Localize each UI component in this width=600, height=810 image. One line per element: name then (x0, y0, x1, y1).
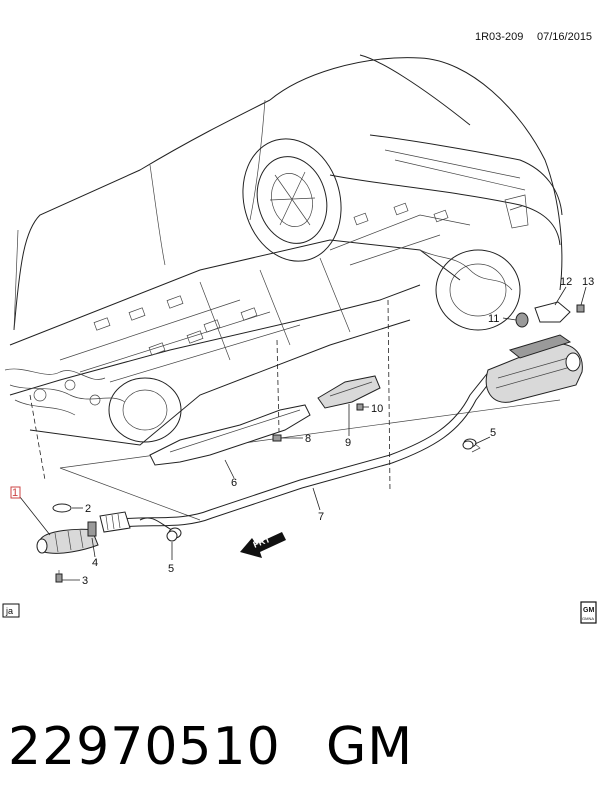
part-9-heat-shield (317, 375, 381, 409)
part-13-bolt (576, 304, 585, 313)
callout-5-front: 5 (168, 563, 174, 575)
language-tag: ja (5, 606, 13, 616)
part-number: 22970510 (8, 717, 281, 777)
leader-lines (19, 286, 587, 581)
part-6-heat-shield (149, 404, 311, 466)
gm-badge-top: GM (583, 607, 594, 614)
part-2-gasket (52, 503, 72, 513)
callout-3: 3 (82, 575, 88, 587)
gm-badge-bottom: GMNA (582, 616, 594, 621)
callout-box-1 (10, 486, 21, 499)
callout-6: 6 (231, 477, 237, 489)
part-5-insulator-rear (462, 440, 474, 450)
callout-4: 4 (92, 557, 98, 569)
language-tag-box (2, 603, 20, 618)
callout-12: 12 (560, 276, 572, 288)
exhaust-pipe-assembly (99, 334, 583, 539)
callout-9: 9 (345, 437, 351, 449)
part-5-insulator-front (166, 530, 178, 542)
part-10-nut (356, 403, 364, 411)
callout-5-rear: 5 (490, 427, 496, 439)
ground-plane-line (59, 399, 561, 469)
ground-plane-line-2 (59, 467, 201, 521)
part-12-bracket (534, 301, 571, 323)
part-1-converter (36, 528, 99, 554)
callout-7: 7 (318, 511, 324, 523)
gm-badge: GM GMNA (580, 601, 597, 624)
diagram-code: 1R03-209 (475, 31, 523, 43)
callout-1: 1 (12, 487, 18, 499)
vehicle-body (4, 54, 563, 446)
callout-13: 13 (582, 276, 594, 288)
part-4-clamp (87, 521, 97, 537)
callout-2: 2 (85, 503, 91, 515)
front-direction-arrow: FRT (240, 532, 286, 558)
callout-10: 10 (371, 403, 383, 415)
part-8-nut (272, 434, 282, 442)
part-11-insulator (515, 312, 529, 328)
callout-8: 8 (305, 433, 311, 445)
part-3-bolt (55, 570, 63, 583)
callout-labels: 1 2 3 4 5 5 6 7 8 9 10 11 12 13 (10, 276, 594, 587)
callout-11: 11 (488, 313, 499, 325)
diagram-date: 07/16/2015 (537, 31, 592, 43)
brand-name: GM (326, 717, 413, 777)
